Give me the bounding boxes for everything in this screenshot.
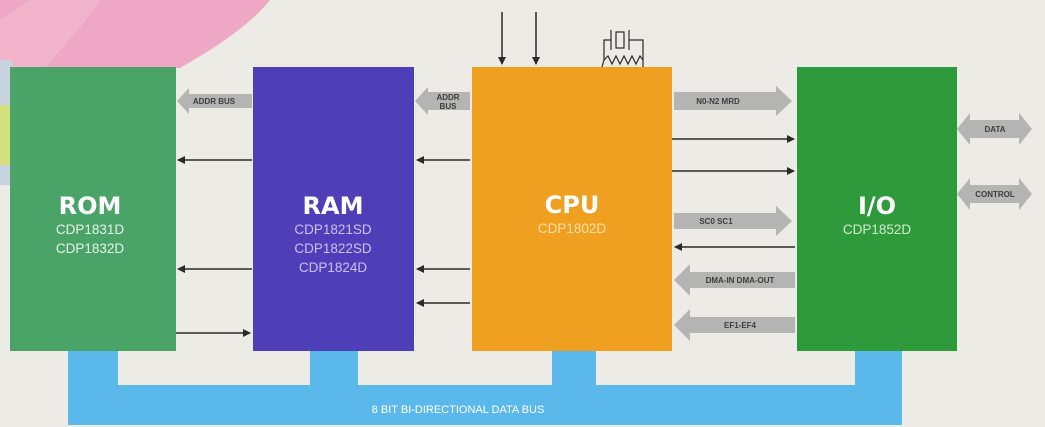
rom-block: ROM CDP1831D CDP1832D (10, 67, 176, 351)
rom-part-2: CDP1832D (56, 241, 125, 256)
n0-n2-mrd-arrow: N0-N2 MRD (674, 86, 792, 116)
control-io-arrow: CONTROL (957, 178, 1032, 210)
rom-title: ROM (59, 192, 122, 220)
ram-block: RAM CDP1821SD CDP1822SD CDP1824D (253, 67, 414, 351)
ram-part-3: CDP1824D (299, 260, 368, 275)
cpu-part-1: CDP1802D (538, 221, 607, 236)
io-part-1: CDP1852D (843, 222, 912, 237)
svg-text:ADDR: ADDR (436, 93, 459, 102)
svg-text:DATA: DATA (984, 125, 1005, 134)
svg-text:BUS: BUS (440, 102, 458, 111)
cpu-title: CPU (545, 191, 600, 219)
ram-box (253, 67, 414, 351)
rom-box (10, 67, 176, 351)
addr-bus-to-rom-arrow: ADDR BUS (177, 88, 252, 114)
io-block: I/O CDP1852D (797, 67, 957, 351)
cpu-top-inputs (498, 12, 540, 65)
svg-text:EF1-EF4: EF1-EF4 (724, 321, 757, 330)
data-io-arrow: DATA (957, 113, 1032, 145)
background-decoration (0, 0, 270, 185)
svg-text:DMA-IN DMA-OUT: DMA-IN DMA-OUT (706, 276, 775, 285)
crystal-oscillator-icon (601, 30, 644, 68)
addr-bus-to-ram-arrow: ADDR BUS (415, 87, 470, 115)
signal-lines (176, 135, 795, 337)
io-title: I/O (858, 192, 896, 220)
data-bus-label: 8 BIT BI-DIRECTIONAL DATA BUS (372, 404, 545, 416)
svg-text:SC0 SC1: SC0 SC1 (699, 217, 733, 226)
data-bus: 8 BIT BI-DIRECTIONAL DATA BUS (68, 350, 902, 425)
data-bus-shape (68, 350, 902, 425)
ram-part-2: CDP1822SD (294, 241, 372, 256)
rom-part-1: CDP1831D (56, 222, 125, 237)
cpu-box (472, 67, 672, 351)
cpu-block: CPU CDP1802D (472, 67, 672, 351)
svg-text:ADDR BUS: ADDR BUS (193, 97, 236, 106)
ram-part-1: CDP1821SD (294, 222, 372, 237)
sc0-sc1-arrow: SC0 SC1 (674, 206, 792, 236)
ef1-ef4-arrow: EF1-EF4 (674, 309, 795, 341)
io-box (797, 67, 957, 351)
svg-text:CONTROL: CONTROL (975, 190, 1015, 199)
dma-arrow: DMA-IN DMA-OUT (674, 264, 795, 296)
ram-title: RAM (303, 192, 364, 220)
svg-text:N0-N2 MRD: N0-N2 MRD (696, 97, 740, 106)
